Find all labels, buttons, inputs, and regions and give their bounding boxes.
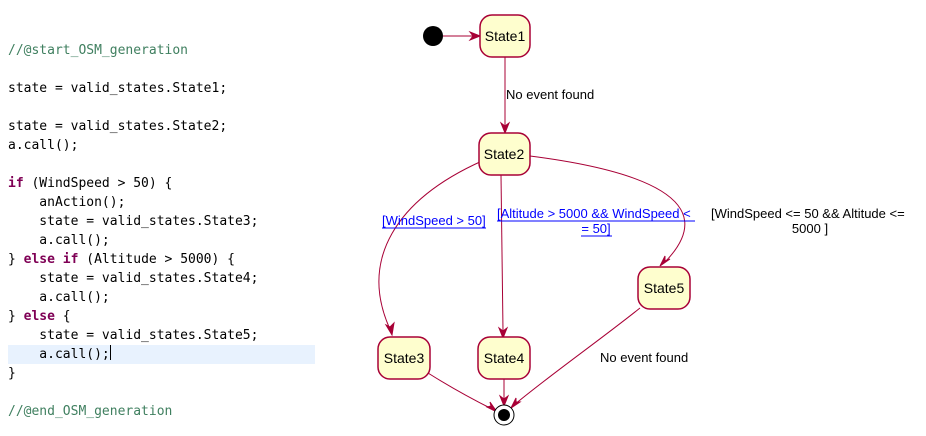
- arrowhead-state3-to-end: [485, 401, 498, 413]
- arrowhead-state2-to-state3: [384, 321, 395, 337]
- arrowhead-state2-to-state5: [659, 255, 671, 267]
- code-text: {: [54, 309, 71, 324]
- edge-state2-to-state5: [529, 155, 686, 263]
- transition-guard-state2-to-state4-line2[interactable]: = 50]: [581, 221, 610, 236]
- arrowhead-state5-to-end: [509, 397, 522, 410]
- code-line[interactable]: } else if (Altitude > 5000) {: [8, 250, 315, 269]
- code-text: a.call();: [8, 290, 110, 305]
- code-text: state = valid_states.State2;: [8, 119, 228, 134]
- code-line[interactable]: //@start_OSM_generation: [8, 41, 315, 60]
- code-text: a.call();: [8, 347, 110, 362]
- state-state2-label: State2: [484, 146, 525, 162]
- code-text: state = valid_states.State5;: [8, 328, 259, 343]
- code-text: (Altitude > 5000) {: [78, 252, 235, 267]
- final-state-inner: [498, 409, 510, 421]
- code-line[interactable]: state = valid_states.State3;: [8, 212, 315, 231]
- code-text: anAction();: [8, 195, 126, 210]
- arrowhead-initial-to-state1: [468, 30, 482, 42]
- arrowhead-state1-to-state2: [499, 121, 511, 135]
- transition-guard-state2-to-state5-line2: 5000 ]: [792, 221, 828, 236]
- code-line[interactable]: a.call();: [8, 288, 315, 307]
- edge-state2-to-state4: [500, 174, 504, 332]
- code-text: state = valid_states.State3;: [8, 214, 259, 229]
- code-text: state = valid_states.State1;: [8, 81, 228, 96]
- code-line[interactable]: state = valid_states.State2;: [8, 117, 315, 136]
- transition-guard-state2-to-state3[interactable]: [WindSpeed > 50]: [382, 213, 486, 228]
- code-text: state = valid_states.State4;: [8, 271, 259, 286]
- state-state2[interactable]: State2: [478, 132, 531, 176]
- code-line[interactable]: } else {: [8, 307, 315, 326]
- code-keyword: else: [23, 309, 55, 324]
- edge-state5-to-end: [513, 307, 641, 406]
- transition-label-state5-to-end: No event found: [600, 350, 688, 365]
- edge-state3-to-end: [427, 372, 493, 410]
- code-text: }: [8, 252, 24, 267]
- code-line[interactable]: state = valid_states.State1;: [8, 79, 315, 98]
- arrowhead-state4-to-end: [498, 394, 510, 408]
- code-line[interactable]: //@end_OSM_generation: [8, 402, 315, 421]
- code-line[interactable]: }: [8, 364, 315, 383]
- code-text: }: [8, 366, 16, 381]
- code-text: (WindSpeed > 50) {: [23, 176, 173, 191]
- code-text: a.call();: [8, 138, 79, 153]
- state-state5-label: State5: [644, 280, 685, 296]
- state-state5[interactable]: State5: [637, 266, 691, 310]
- code-line[interactable]: a.call();: [8, 231, 315, 250]
- transition-label-state1-to-state2: No event found: [506, 87, 594, 102]
- text-cursor: [109, 345, 111, 360]
- code-line[interactable]: if (WindSpeed > 50) {: [8, 174, 315, 193]
- code-keyword: if: [8, 176, 24, 191]
- transition-guard-state2-to-state4-line1[interactable]: [Altitude > 5000 && WindSpeed <: [497, 206, 691, 221]
- code-line[interactable]: a.call();: [8, 345, 315, 364]
- code-line[interactable]: a.call();: [8, 136, 315, 155]
- code-comment: //@start_OSM_generation: [8, 43, 189, 58]
- code-text: a.call();: [8, 233, 110, 248]
- state-state4-label: State4: [484, 350, 525, 366]
- code-line[interactable]: state = valid_states.State4;: [8, 269, 315, 288]
- code-keyword: else if: [23, 252, 79, 267]
- state-state1[interactable]: State1: [479, 14, 531, 58]
- code-line[interactable]: state = valid_states.State5;: [8, 326, 315, 345]
- arrowhead-state2-to-state4: [497, 326, 509, 340]
- edge-state2-to-state3: [378, 160, 483, 328]
- state-state3-label: State3: [384, 350, 425, 366]
- code-text: }: [8, 309, 24, 324]
- state-state1-label: State1: [485, 28, 526, 44]
- initial-state-node: [423, 26, 443, 46]
- transition-guard-state2-to-state5-line1: [WindSpeed <= 50 && Altitude <=: [711, 206, 905, 221]
- code-comment: //@end_OSM_generation: [8, 404, 173, 419]
- state-state3[interactable]: State3: [377, 336, 431, 380]
- state-state4[interactable]: State4: [477, 336, 531, 380]
- code-line[interactable]: anAction();: [8, 193, 315, 212]
